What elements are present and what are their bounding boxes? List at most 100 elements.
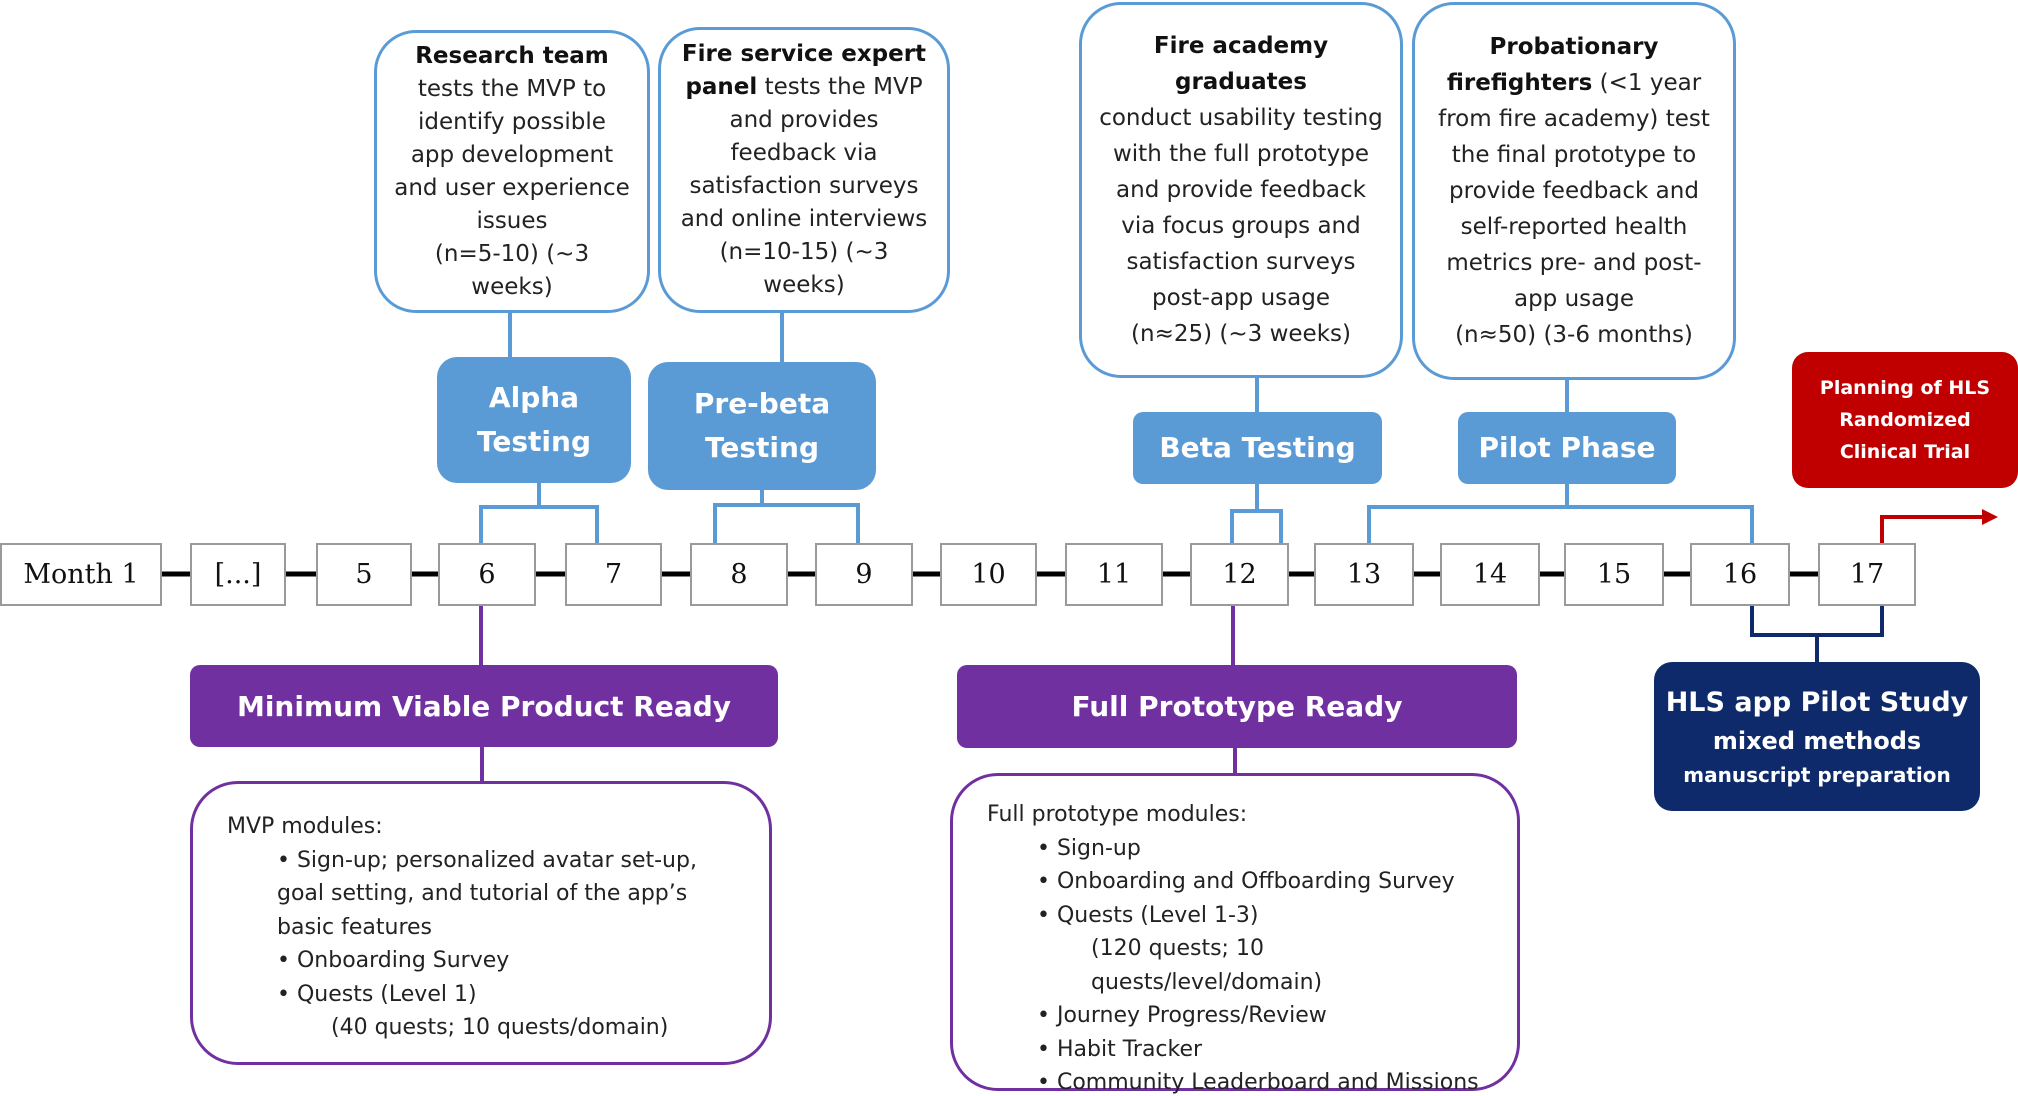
month-label: 15 xyxy=(1596,559,1632,590)
rct-planning-box: Planning of HLS Randomized Clinical Tria… xyxy=(1792,352,2018,488)
phase-label: Testing xyxy=(477,425,591,458)
month-box: 14 xyxy=(1440,543,1540,606)
phase-label: Testing xyxy=(704,431,819,464)
full-prototype-ready-milestone: Full Prototype Ready xyxy=(957,665,1517,748)
desc-line: and online interviews xyxy=(680,206,928,232)
month-label: 14 xyxy=(1472,559,1508,590)
rct-line: Randomized xyxy=(1839,409,1971,431)
alpha-description: Research team tests the MVP to identify … xyxy=(374,30,650,313)
modules-title: Full prototype modules: xyxy=(987,802,1248,827)
milestone-label: Full Prototype Ready xyxy=(1071,690,1403,723)
month-label: 8 xyxy=(730,559,748,590)
module-item: • Quests (Level 1) xyxy=(277,981,477,1007)
module-item: • Onboarding Survey xyxy=(277,948,510,973)
month-box: 16 xyxy=(1690,543,1790,606)
desc-text: (<1 year xyxy=(1592,70,1702,96)
desc-line: (n≈50) (3-6 months) xyxy=(1455,322,1693,348)
pilot-study-subtitle: mixed methods xyxy=(1712,726,1922,755)
month-box: Month 1 xyxy=(0,543,162,606)
mvp-modules-box: MVP modules: • Sign-up; personalized ava… xyxy=(190,781,772,1065)
month-label: Month 1 xyxy=(23,559,139,590)
alpha-desc-bold: Research team xyxy=(415,42,609,69)
alpha-bracket xyxy=(479,505,599,543)
month-label: 11 xyxy=(1096,559,1132,590)
desc-line: provide feedback and xyxy=(1449,178,1699,204)
pilot-study-note: manuscript preparation xyxy=(1683,762,1951,787)
pilot-study-title: HLS app Pilot Study xyxy=(1665,686,1969,718)
month-box: 6 xyxy=(438,543,536,606)
desc-line: identify possible xyxy=(418,108,606,135)
desc-line: (n=10-15) (~3 weeks) xyxy=(719,239,889,298)
desc-line: tests the MVP to xyxy=(417,75,607,102)
beta-testing-phase: Beta Testing xyxy=(1133,412,1382,484)
month-box: 13 xyxy=(1314,543,1414,606)
module-item: • Sign-up xyxy=(1037,835,1141,861)
mvp-ready-milestone: Minimum Viable Product Ready xyxy=(190,665,778,747)
month-label: 10 xyxy=(971,559,1006,590)
desc-line: the final prototype to xyxy=(1451,142,1697,168)
desc-line: feedback via xyxy=(730,140,878,166)
desc-line: app development xyxy=(410,141,614,168)
month-label: 17 xyxy=(1849,559,1885,590)
rct-line: Planning of HLS xyxy=(1819,377,1991,399)
beta-bracket xyxy=(1230,509,1283,543)
month-label: 5 xyxy=(355,559,373,590)
prebeta-desc-bold: Fire service expert xyxy=(681,41,927,67)
desc-line: metrics pre- and post- xyxy=(1446,250,1702,276)
month-box: 11 xyxy=(1065,543,1163,606)
module-item: (120 quests; 10 quests/level/domain) xyxy=(1091,936,1323,995)
month-label: 9 xyxy=(855,559,873,590)
beta-description: Fire academy graduates conduct usability… xyxy=(1079,2,1403,378)
phase-label: Pre-beta xyxy=(693,387,831,420)
pilot-desc-bold: Probationary xyxy=(1489,34,1659,60)
month-label: 6 xyxy=(478,559,496,590)
desc-line: (n≈25) (~3 weeks) xyxy=(1131,321,1351,347)
module-item: • Journey Progress/Review xyxy=(1037,1003,1327,1028)
month-box: 15 xyxy=(1564,543,1664,606)
prebeta-desc-bold: panel xyxy=(685,74,758,100)
desc-line: and user experience xyxy=(394,174,630,201)
rct-line: Clinical Trial xyxy=(1839,441,1971,463)
desc-line: self-reported health xyxy=(1460,214,1688,240)
pilot-study-bracket xyxy=(1750,606,1884,637)
pilot-bracket xyxy=(1367,505,1754,543)
month-box: 10 xyxy=(940,543,1037,606)
prebeta-description: Fire service expert panel tests the MVP … xyxy=(658,27,950,313)
pilot-description: Probationary firefighters (<1 year from … xyxy=(1412,2,1736,380)
module-item: basic features xyxy=(277,914,432,940)
month-label: 12 xyxy=(1222,559,1257,590)
desc-line: app usage xyxy=(1513,286,1634,312)
desc-line: issues xyxy=(476,207,548,234)
module-item: • Habit Tracker xyxy=(1037,1036,1203,1062)
month-box: 17 xyxy=(1818,543,1916,606)
desc-line: from fire academy) test xyxy=(1438,106,1710,132)
month-box: 5 xyxy=(316,543,412,606)
rct-arrow xyxy=(1880,515,1985,546)
phase-label: Beta Testing xyxy=(1159,431,1356,464)
phase-label: Alpha xyxy=(488,381,580,414)
module-item: • Onboarding and Offboarding Survey xyxy=(1037,869,1455,894)
module-item: • Quests (Level 1-3) xyxy=(1037,902,1259,928)
month-label: 16 xyxy=(1722,559,1758,590)
month-box: 7 xyxy=(565,543,662,606)
module-item: • Community Leaderboard and Missions xyxy=(1037,1070,1479,1095)
month-label: 7 xyxy=(604,559,623,590)
desc-line: with the full prototype xyxy=(1112,141,1370,167)
beta-desc-bold: Fire academy graduates xyxy=(1153,33,1329,95)
prebeta-bracket xyxy=(713,503,860,543)
desc-line: (n=5-10) (~3 weeks) xyxy=(434,240,590,300)
desc-line: satisfaction surveys xyxy=(1126,249,1356,275)
month-box: 12 xyxy=(1190,543,1289,606)
desc-line: conduct usability testing xyxy=(1099,105,1383,131)
desc-line: post-app usage xyxy=(1152,285,1330,311)
module-item: • Sign-up; personalized avatar set-up, xyxy=(277,847,697,873)
desc-text: tests the MVP xyxy=(757,74,923,100)
month-label: 13 xyxy=(1346,559,1382,590)
module-item: goal setting, and tutorial of the app’s xyxy=(277,881,688,906)
rct-arrowhead xyxy=(1982,509,1998,525)
milestone-label: Minimum Viable Product Ready xyxy=(236,689,732,723)
pilot-desc-bold: firefighters xyxy=(1446,70,1593,96)
